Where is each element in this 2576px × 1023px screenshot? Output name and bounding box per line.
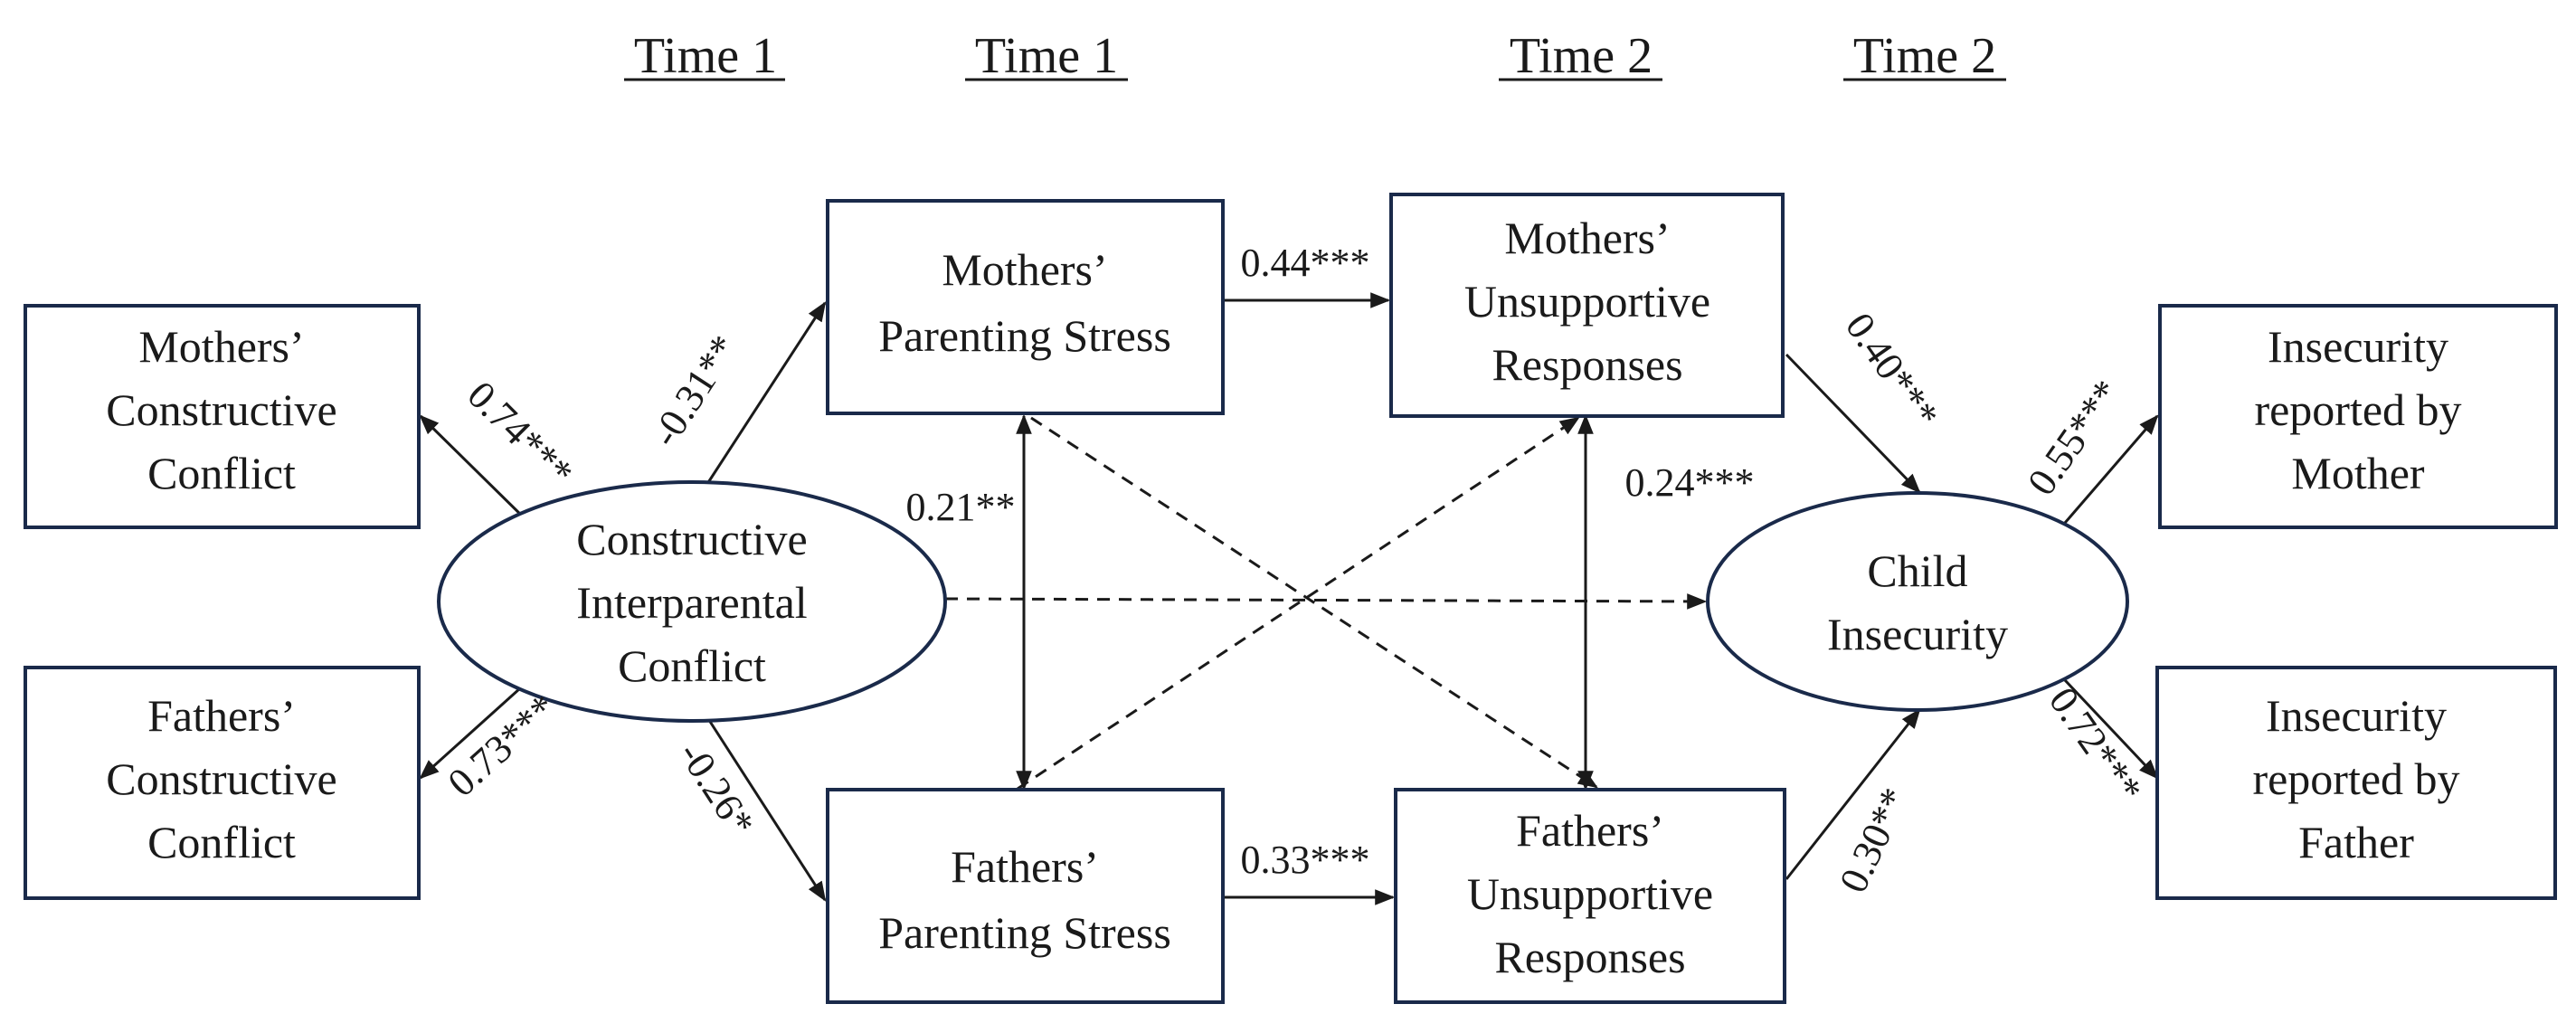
fathers-parenting-stress-line-2: Parenting Stress xyxy=(878,907,1171,958)
node-fathers-constructive-conflict: Fathers’ Constructive Conflict xyxy=(24,666,421,900)
edge-cip-to-ci-dashed xyxy=(944,593,1708,610)
coef-cip-to-mps: -0.31** xyxy=(642,327,746,454)
coef-ci-to-mother: 0.55*** xyxy=(2019,372,2129,503)
insecurity-mother-box xyxy=(2158,304,2558,529)
mothers-parenting-stress-box xyxy=(826,199,1225,415)
coef-fur-to-ci: 0.30** xyxy=(1831,781,1918,899)
time-header-4: Time 2 xyxy=(1853,28,1996,84)
edge-fur-to-ci xyxy=(1785,708,1921,880)
edge-mps-to-fur-dashed xyxy=(1030,416,1598,789)
time-header-2: Time 1 xyxy=(975,28,1118,84)
node-child-insecurity: Child Insecurity xyxy=(1706,491,2129,712)
insecurity-father-line-1: Insecurity xyxy=(2266,690,2447,741)
time-header-3: Time 2 xyxy=(1510,28,1653,84)
edge-cip-to-fps xyxy=(704,714,827,902)
insecurity-mother-line-1: Insecurity xyxy=(2268,321,2448,372)
edge-fps-to-mur-dashed xyxy=(1017,416,1580,791)
fathers-unsupportive-responses-line-2: Unsupportive xyxy=(1467,868,1713,919)
insecurity-mother-line-3: Mother xyxy=(2291,448,2425,498)
edge-ci-to-father xyxy=(2063,678,2159,780)
mothers-unsupportive-responses-line-3: Responses xyxy=(1492,339,1682,390)
coef-cip-to-fps: -0.26* xyxy=(670,734,763,844)
edge-ci-to-mother xyxy=(2063,414,2159,524)
child-insecurity-line-2: Insecurity xyxy=(1827,609,2008,659)
constructive-interparental-conflict-ellipse xyxy=(437,480,947,723)
coef-mur-fur-covariance: 0.24*** xyxy=(1625,460,1755,505)
fathers-parenting-stress-line-1: Fathers’ xyxy=(951,841,1099,892)
fathers-unsupportive-responses-line-1: Fathers’ xyxy=(1516,805,1664,856)
mothers-constructive-conflict-line-1: Mothers’ xyxy=(138,321,304,372)
node-mothers-parenting-stress: Mothers’ Parenting Stress xyxy=(826,199,1225,415)
mothers-unsupportive-responses-line-1: Mothers’ xyxy=(1504,213,1670,263)
constructive-interparental-conflict-line-1: Constructive xyxy=(576,514,808,564)
coef-mps-fps-covariance: 0.21** xyxy=(906,485,1016,529)
node-mothers-constructive-conflict: Mothers’ Constructive Conflict xyxy=(24,304,421,529)
mothers-unsupportive-responses-box xyxy=(1389,193,1785,418)
node-fathers-unsupportive-responses: Fathers’ Unsupportive Responses xyxy=(1394,788,1786,1004)
edge-mur-to-ci xyxy=(1785,353,1921,494)
mothers-constructive-conflict-box xyxy=(24,304,421,529)
time-header-1: Time 1 xyxy=(634,28,777,84)
edge-cip-to-mcc xyxy=(419,414,531,525)
insecurity-father-box xyxy=(2155,666,2557,900)
constructive-interparental-conflict-line-2: Interparental xyxy=(576,577,807,628)
insecurity-mother-line-2: reported by xyxy=(2254,384,2461,435)
child-insecurity-ellipse xyxy=(1706,491,2129,712)
mothers-parenting-stress-line-1: Mothers’ xyxy=(942,244,1107,295)
node-insecurity-reported-by-father: Insecurity reported by Father xyxy=(2155,666,2557,900)
fathers-unsupportive-responses-box xyxy=(1394,788,1786,1004)
fathers-parenting-stress-box xyxy=(826,788,1225,1004)
node-constructive-interparental-conflict: Constructive Interparental Conflict xyxy=(437,480,947,723)
coef-cip-to-mcc: 0.74*** xyxy=(459,373,582,496)
edge-cip-to-fcc xyxy=(419,678,531,780)
constructive-interparental-conflict-line-3: Conflict xyxy=(618,640,766,691)
mothers-parenting-stress-line-2: Parenting Stress xyxy=(878,310,1171,361)
fathers-constructive-conflict-line-1: Fathers’ xyxy=(147,690,296,741)
insecurity-father-line-2: reported by xyxy=(2252,753,2459,804)
insecurity-father-line-3: Father xyxy=(2298,817,2414,867)
time-headers: Time 1 Time 1 Time 2 Time 2 xyxy=(624,28,2006,84)
edge-cip-to-mps xyxy=(704,301,827,488)
node-mothers-unsupportive-responses: Mothers’ Unsupportive Responses xyxy=(1389,193,1785,418)
fathers-constructive-conflict-box xyxy=(24,666,421,900)
node-fathers-parenting-stress: Fathers’ Parenting Stress xyxy=(826,788,1225,1004)
child-insecurity-line-1: Child xyxy=(1867,545,1967,596)
mothers-constructive-conflict-line-2: Constructive xyxy=(106,384,337,435)
coef-ci-to-father: 0.72*** xyxy=(2041,679,2151,810)
fathers-unsupportive-responses-line-3: Responses xyxy=(1494,932,1685,982)
fathers-constructive-conflict-line-3: Conflict xyxy=(147,817,296,867)
coef-mps-to-mur: 0.44*** xyxy=(1241,241,1370,285)
mothers-constructive-conflict-line-3: Conflict xyxy=(147,448,296,498)
coef-mur-to-ci: 0.40*** xyxy=(1837,305,1947,436)
mothers-unsupportive-responses-line-2: Unsupportive xyxy=(1464,276,1710,327)
edges xyxy=(419,292,2159,905)
fathers-constructive-conflict-line-2: Constructive xyxy=(106,753,337,804)
node-insecurity-reported-by-mother: Insecurity reported by Mother xyxy=(2158,304,2558,529)
coef-fps-to-fur: 0.33*** xyxy=(1241,838,1370,882)
